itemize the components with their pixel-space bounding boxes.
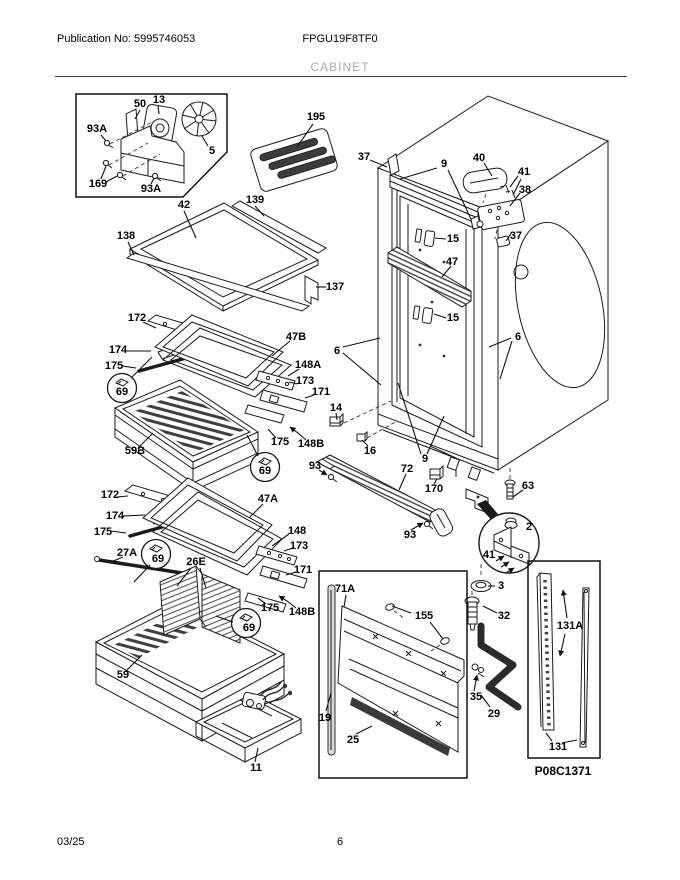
leg-bolt-63 [504, 479, 516, 500]
callout-box-rails [527, 560, 601, 759]
pin-37-right [496, 235, 511, 248]
clip-15-top [423, 230, 436, 247]
header-divider [55, 76, 627, 77]
cabinet-body [376, 95, 610, 514]
panel-screws [372, 633, 447, 727]
frame-148a [162, 327, 292, 398]
glass-shelf-47a [142, 477, 273, 562]
basket-59b [113, 379, 260, 492]
screws-41 [499, 184, 516, 199]
rail-173b [255, 545, 298, 566]
rail-175d [244, 592, 287, 613]
fastener-callouts [106, 372, 281, 639]
shelf-47b-group [137, 314, 308, 424]
rail-175b [244, 404, 285, 424]
grille-72-group [315, 412, 454, 537]
bracket-171b [259, 565, 308, 589]
plug-155b [440, 637, 450, 645]
assembly-guide-lines [108, 121, 511, 652]
diagram-code: P08C1371 [534, 764, 592, 778]
grille-47 [387, 246, 472, 308]
rod-27a [97, 558, 184, 575]
footer-page-number: 6 [336, 836, 344, 848]
rail-173 [255, 370, 296, 391]
top-hinge-group [387, 153, 525, 248]
rail-25 [350, 697, 450, 756]
footer-date: 03/25 [57, 836, 85, 848]
kick-grille-72 [315, 454, 445, 523]
icemaker-assembly [194, 681, 303, 763]
block-170 [429, 464, 444, 480]
grille-end-cap [429, 508, 454, 537]
trim-37-topleft [387, 153, 400, 176]
callout-box-panel [318, 570, 468, 779]
mounting-screws [102, 139, 162, 182]
clip-15-bottom [421, 307, 434, 324]
shelf-42-group [125, 200, 327, 312]
shelf-rail-138 [125, 252, 311, 312]
basket-59-group [94, 565, 286, 742]
hinge-plate-38 [477, 199, 525, 230]
fan-blade [181, 101, 217, 137]
fan-motor-assembly [75, 93, 228, 198]
door-rails-callout [527, 560, 601, 759]
bracket-137 [304, 275, 319, 305]
section-title: CABINET [310, 60, 370, 74]
divider-26e-right [201, 573, 241, 644]
drain-hose-29 [477, 622, 522, 711]
back-panel-callout [318, 570, 468, 779]
bracket-171 [259, 389, 308, 413]
hinge-detail-callout [477, 500, 540, 574]
leader-lines [100, 105, 578, 763]
heat-exchanger-part [250, 128, 338, 192]
drain-hose-group [471, 622, 522, 711]
leveling-leg-group [464, 580, 492, 631]
shelf-rail-139 [231, 200, 327, 254]
glass-shelf-47b [154, 314, 284, 387]
clamp-35 [471, 663, 479, 671]
shelf-42 [128, 202, 320, 307]
shelf-47a-group [94, 477, 308, 613]
model-number: FPGU19F8TF0 [302, 33, 378, 45]
callout-box [75, 93, 228, 198]
publication-number: Publication No: 5995746053 [57, 33, 196, 45]
plug-155a [385, 603, 395, 611]
